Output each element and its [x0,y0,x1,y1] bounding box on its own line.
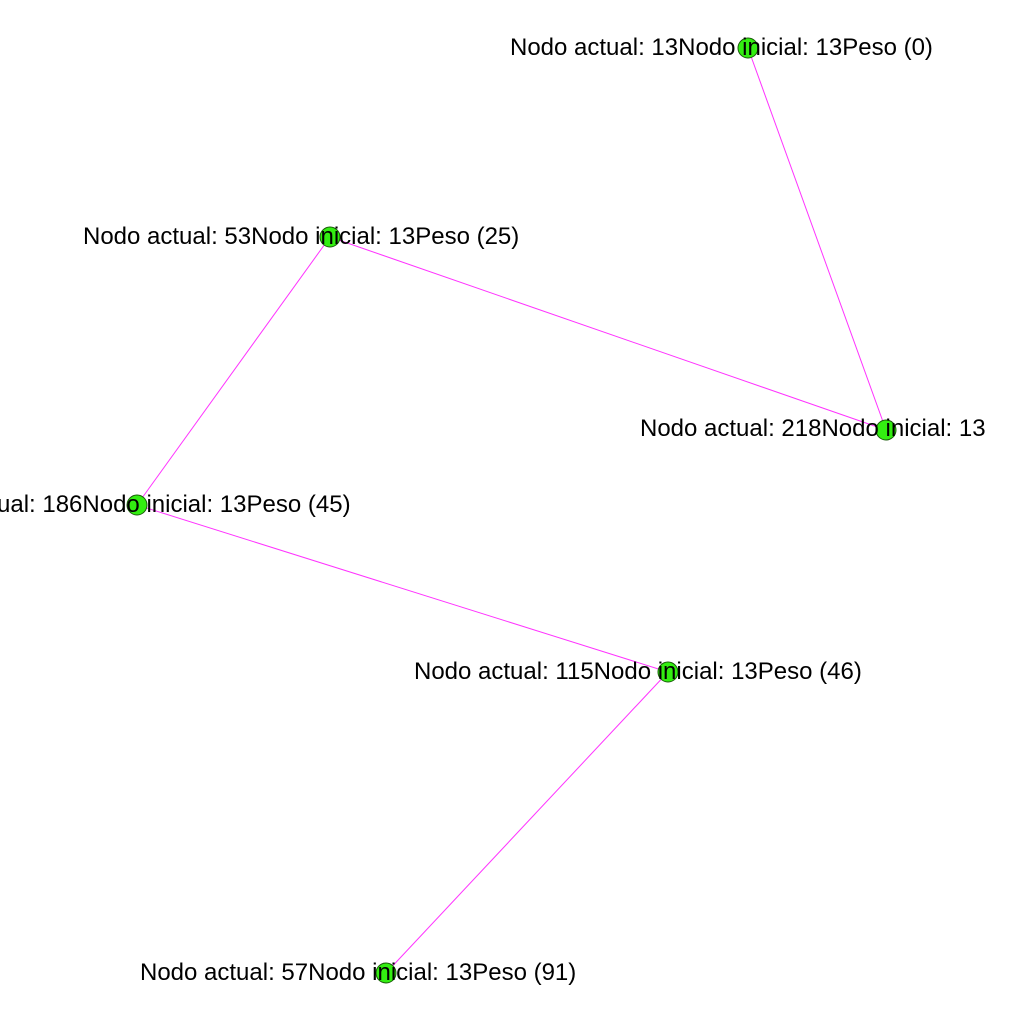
edges-layer [136,47,887,974]
edge-53-218 [329,236,887,431]
node-label-57: Nodo actual: 57Nodo inicial: 13Peso (91) [140,959,576,986]
edge-186-115 [136,504,669,673]
node-label-218: Nodo actual: 218Nodo inicial: 13 [640,415,986,442]
node-label-53: Nodo actual: 53Nodo inicial: 13Peso (25) [83,223,519,250]
edge-115-57 [385,671,669,974]
node-label-13: Nodo actual: 13Nodo inicial: 13Peso (0) [510,34,933,61]
nodes-layer [126,37,897,984]
edge-13-218 [747,47,887,431]
node-label-115: Nodo actual: 115Nodo inicial: 13Peso (46… [414,658,862,685]
node-186[interactable] [126,494,148,516]
node-label-186: ual: 186Nodo inicial: 13Peso (45) [0,491,351,518]
node-13[interactable] [737,37,759,59]
labels-layer: Nodo actual: 13Nodo inicial: 13Peso (0) N… [0,34,986,986]
node-115[interactable] [657,661,679,683]
node-53[interactable] [319,226,341,248]
node-218[interactable] [875,419,897,441]
node-57[interactable] [375,962,397,984]
edge-53-186 [136,236,331,506]
